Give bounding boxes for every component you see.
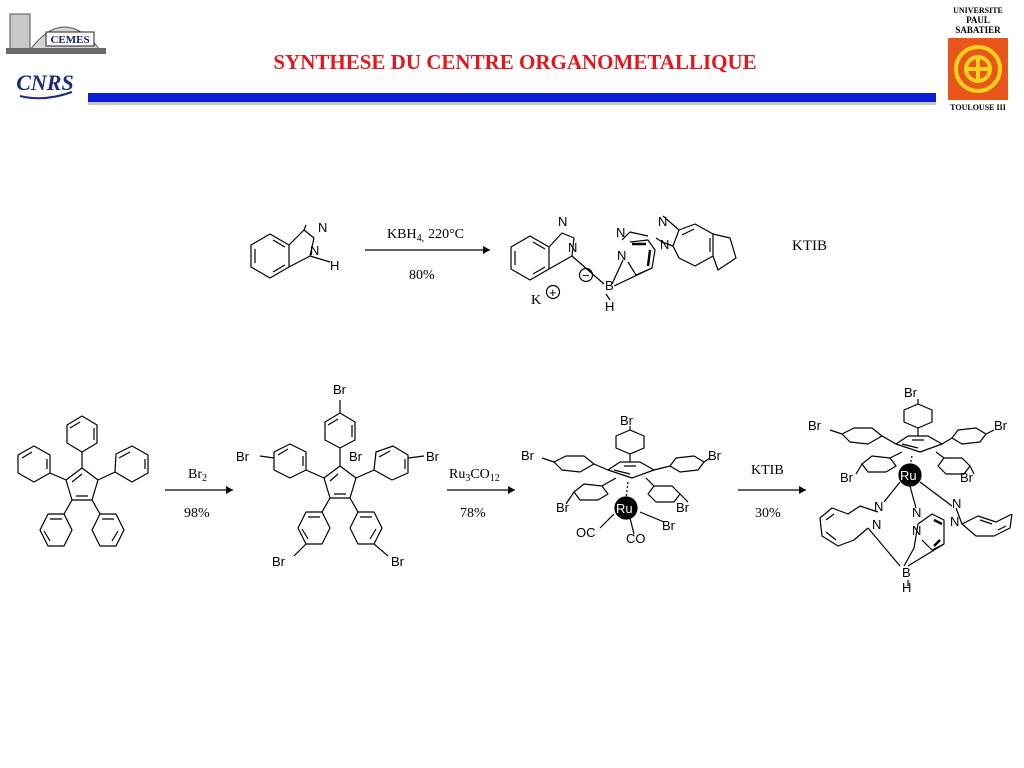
ru1-label: Ru bbox=[616, 501, 633, 516]
ru-atom-1 bbox=[614, 496, 638, 520]
cemes-logo: CEMES bbox=[6, 13, 106, 54]
ktib-n5-label: N bbox=[658, 214, 667, 229]
final-br-right: Br bbox=[994, 418, 1008, 433]
scheme2-step2-yield: 78% bbox=[460, 506, 486, 521]
scheme2-step2-reagent: Ru3CO12 bbox=[449, 467, 500, 484]
ru-atom-2 bbox=[898, 463, 922, 487]
ru-complex-br-bottom-right: Br bbox=[676, 500, 690, 515]
ktib-potassium-label: K bbox=[531, 293, 541, 308]
dibromo-br-left: Br bbox=[236, 449, 250, 464]
ktib-product bbox=[510, 215, 737, 301]
page-title: SYNTHESE DU CENTRE ORGANOMETALLIQUE bbox=[273, 50, 757, 74]
ups-logo: UNIVERSITE PAUL SABATIER TOULOUSE III bbox=[948, 6, 1008, 112]
final-n-mid-1: N bbox=[912, 505, 921, 520]
final-n-right-1: N bbox=[952, 496, 961, 511]
cnrs-logo: CNRS bbox=[16, 70, 74, 100]
final-h-label: H bbox=[902, 580, 911, 595]
bromophenyl-cyclopentadiene bbox=[259, 400, 425, 557]
ru-complex-br-on-ru: Br bbox=[662, 518, 676, 533]
indazole-n2-label: N bbox=[318, 220, 327, 235]
ktib-name-label: KTIB bbox=[792, 238, 827, 254]
final-n-left-1: N bbox=[874, 499, 883, 514]
ru-complex-br-top: Br bbox=[620, 413, 634, 428]
final-br-left: Br bbox=[808, 418, 822, 433]
scheme2-step1-reagent: Br2 bbox=[188, 467, 207, 484]
scheme2-step3-yield: 30% bbox=[755, 506, 781, 521]
ru-complex-co: CO bbox=[626, 531, 646, 546]
ru-complex-br-right: Br bbox=[708, 448, 722, 463]
dibromo-br-bottom-left: Br bbox=[272, 554, 286, 569]
ruthenium-carbonyl-complex bbox=[541, 426, 711, 535]
dibromo-br-bottom-right: Br bbox=[391, 554, 405, 569]
ktib-n6-label: N bbox=[660, 237, 669, 252]
indazole-n1-label: N bbox=[310, 243, 319, 258]
ups-logo-line-3: SABATIER bbox=[955, 25, 1001, 35]
indazole-h-label: H bbox=[330, 258, 339, 273]
scheme2-step1-yield: 98% bbox=[184, 506, 210, 521]
ktib-minus-charge bbox=[578, 267, 594, 283]
final-b-label: B bbox=[902, 565, 911, 580]
scheme2-step3-reagent: KTIB bbox=[751, 463, 784, 478]
ruthenium-ktib-complex bbox=[819, 399, 1013, 586]
dibromo-br-sp3: Br bbox=[349, 449, 363, 464]
ru-complex-br-left: Br bbox=[521, 448, 535, 463]
ktib-n1-label: N bbox=[568, 240, 577, 255]
final-br-top: Br bbox=[904, 385, 918, 400]
ktib-plus-charge bbox=[545, 284, 561, 300]
final-n-right-2: N bbox=[950, 514, 959, 529]
final-n-mid-2: N bbox=[912, 523, 921, 538]
title-underline-shadow bbox=[88, 102, 936, 105]
indazole-reactant bbox=[250, 224, 331, 279]
ktib-n4-label: N bbox=[617, 248, 626, 263]
pentaphenylcyclopentadiene bbox=[17, 415, 149, 547]
scheme1-reagent: KBH4,220°C bbox=[387, 227, 464, 244]
ru2-label: Ru bbox=[900, 468, 917, 483]
dibromo-br-right: Br bbox=[426, 449, 440, 464]
title-underline-bar bbox=[88, 93, 936, 102]
final-br-bottom-right: Br bbox=[960, 470, 974, 485]
ktib-n2-label: N bbox=[558, 214, 567, 229]
ktib-b-label: B bbox=[605, 278, 614, 293]
scheme1-yield: 80% bbox=[409, 268, 435, 283]
cnrs-logo-text: CNRS bbox=[16, 70, 73, 95]
ktib-h-label: H bbox=[605, 299, 614, 314]
final-br-bottom-left: Br bbox=[840, 470, 854, 485]
cemes-logo-text: CEMES bbox=[50, 34, 89, 46]
ups-logo-line-4: TOULOUSE III bbox=[950, 103, 1006, 112]
ktib-plus-sign: + bbox=[549, 285, 557, 300]
final-n-left-2: N bbox=[872, 517, 881, 532]
ru-complex-oc: OC bbox=[576, 525, 596, 540]
ktib-n3-label: N bbox=[616, 225, 625, 240]
ups-logo-line-1: UNIVERSITE bbox=[953, 6, 1003, 15]
ru-complex-br-bottom-left: Br bbox=[556, 500, 570, 515]
ktib-minus-sign: − bbox=[582, 268, 590, 283]
ups-logo-line-2: PAUL bbox=[966, 15, 990, 25]
dibromo-br-top: Br bbox=[333, 382, 347, 397]
